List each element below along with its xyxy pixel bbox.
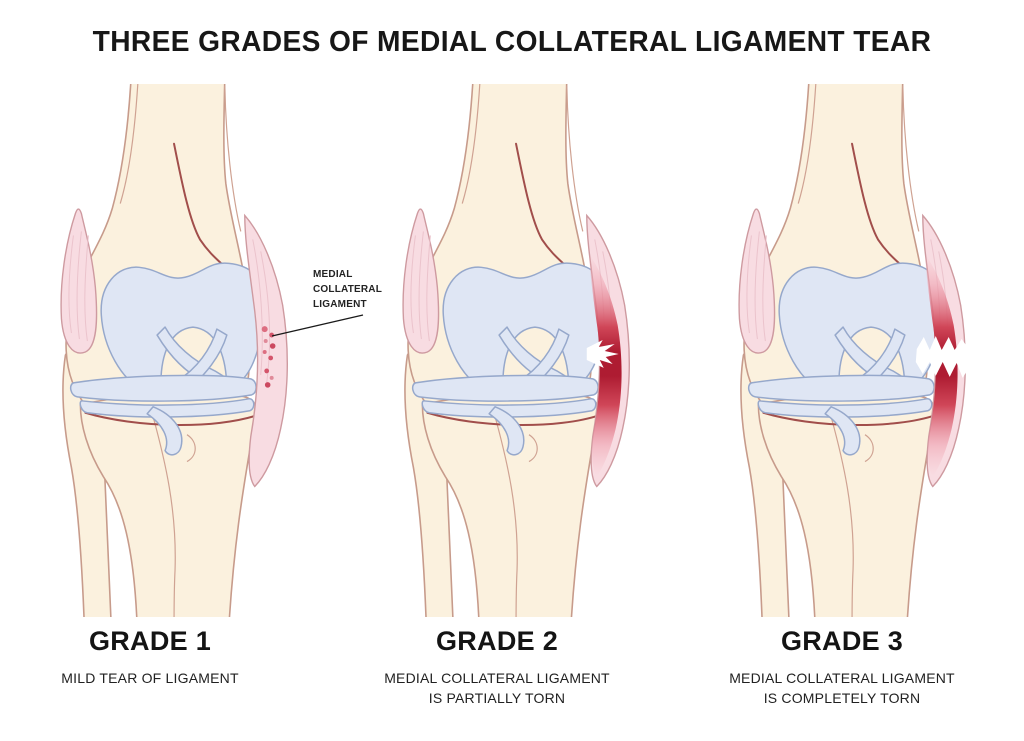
knee-illustration-grade2 (402, 84, 630, 617)
meniscus-upper (747, 374, 935, 402)
page-title: THREE GRADES OF MEDIAL COLLATERAL LIGAME… (92, 26, 932, 58)
transverse-ligament (824, 406, 861, 456)
grade1-description: MILD TEAR OF LIGAMENT (0, 668, 300, 688)
grade2-label-block: GRADE 2 MEDIAL COLLATERAL LIGAMENT IS PA… (347, 626, 647, 708)
knee-figure-grade3 (713, 84, 1013, 617)
grade1-label-block: GRADE 1 MILD TEAR OF LIGAMENT (0, 626, 300, 688)
transverse-ligament (146, 406, 183, 456)
grade1-heading: GRADE 1 (88, 626, 212, 656)
lcl-ligament (402, 208, 440, 354)
meniscus-upper (411, 374, 599, 402)
grade2-description-line1: MEDIAL COLLATERAL LIGAMENT (384, 670, 610, 686)
meniscus-lower (79, 398, 255, 418)
annotation-line-1: MEDIAL (313, 269, 353, 280)
knee-illustration-grade3 (738, 84, 970, 617)
lcl-ligament (60, 208, 98, 354)
grade2-heading: GRADE 2 (435, 626, 559, 656)
grade2-description: MEDIAL COLLATERAL LIGAMENT IS PARTIALLY … (347, 668, 647, 708)
knee-cartilage (411, 262, 608, 456)
grade1-description-line1: MILD TEAR OF LIGAMENT (61, 670, 239, 686)
meniscus-upper (69, 374, 257, 402)
grade3-description-line2: IS COMPLETELY TORN (763, 690, 921, 706)
grade2-injury-partial-tear (586, 253, 622, 477)
meniscus-lower (757, 398, 933, 418)
grade3-injury-complete-tear (915, 253, 970, 477)
grade2-description-line2: IS PARTIALLY TORN (428, 690, 566, 706)
grade3-heading: GRADE 3 (780, 626, 904, 656)
transverse-ligament (488, 406, 525, 456)
annotation-line-2: COLLATERAL (313, 284, 383, 295)
annotation-line-3: LIGAMENT (313, 299, 367, 310)
knee-cartilage (69, 262, 266, 456)
complete-tear-gap (915, 336, 970, 378)
knee-cartilage (747, 262, 944, 456)
grade3-description-line1: MEDIAL COLLATERAL LIGAMENT (729, 670, 955, 686)
grade3-label-block: GRADE 3 MEDIAL COLLATERAL LIGAMENT IS CO… (692, 626, 992, 708)
knee-figure-grade1 (35, 84, 335, 617)
meniscus-lower (421, 398, 597, 418)
grade3-description: MEDIAL COLLATERAL LIGAMENT IS COMPLETELY… (692, 668, 992, 708)
knee-figure-grade2 (377, 84, 677, 617)
partial-tear-notch (586, 340, 619, 368)
mcl-annotation-label: MEDIAL COLLATERAL LIGAMENT (313, 267, 387, 312)
lcl-ligament (738, 208, 776, 354)
knee-illustration-grade1 (60, 84, 288, 617)
